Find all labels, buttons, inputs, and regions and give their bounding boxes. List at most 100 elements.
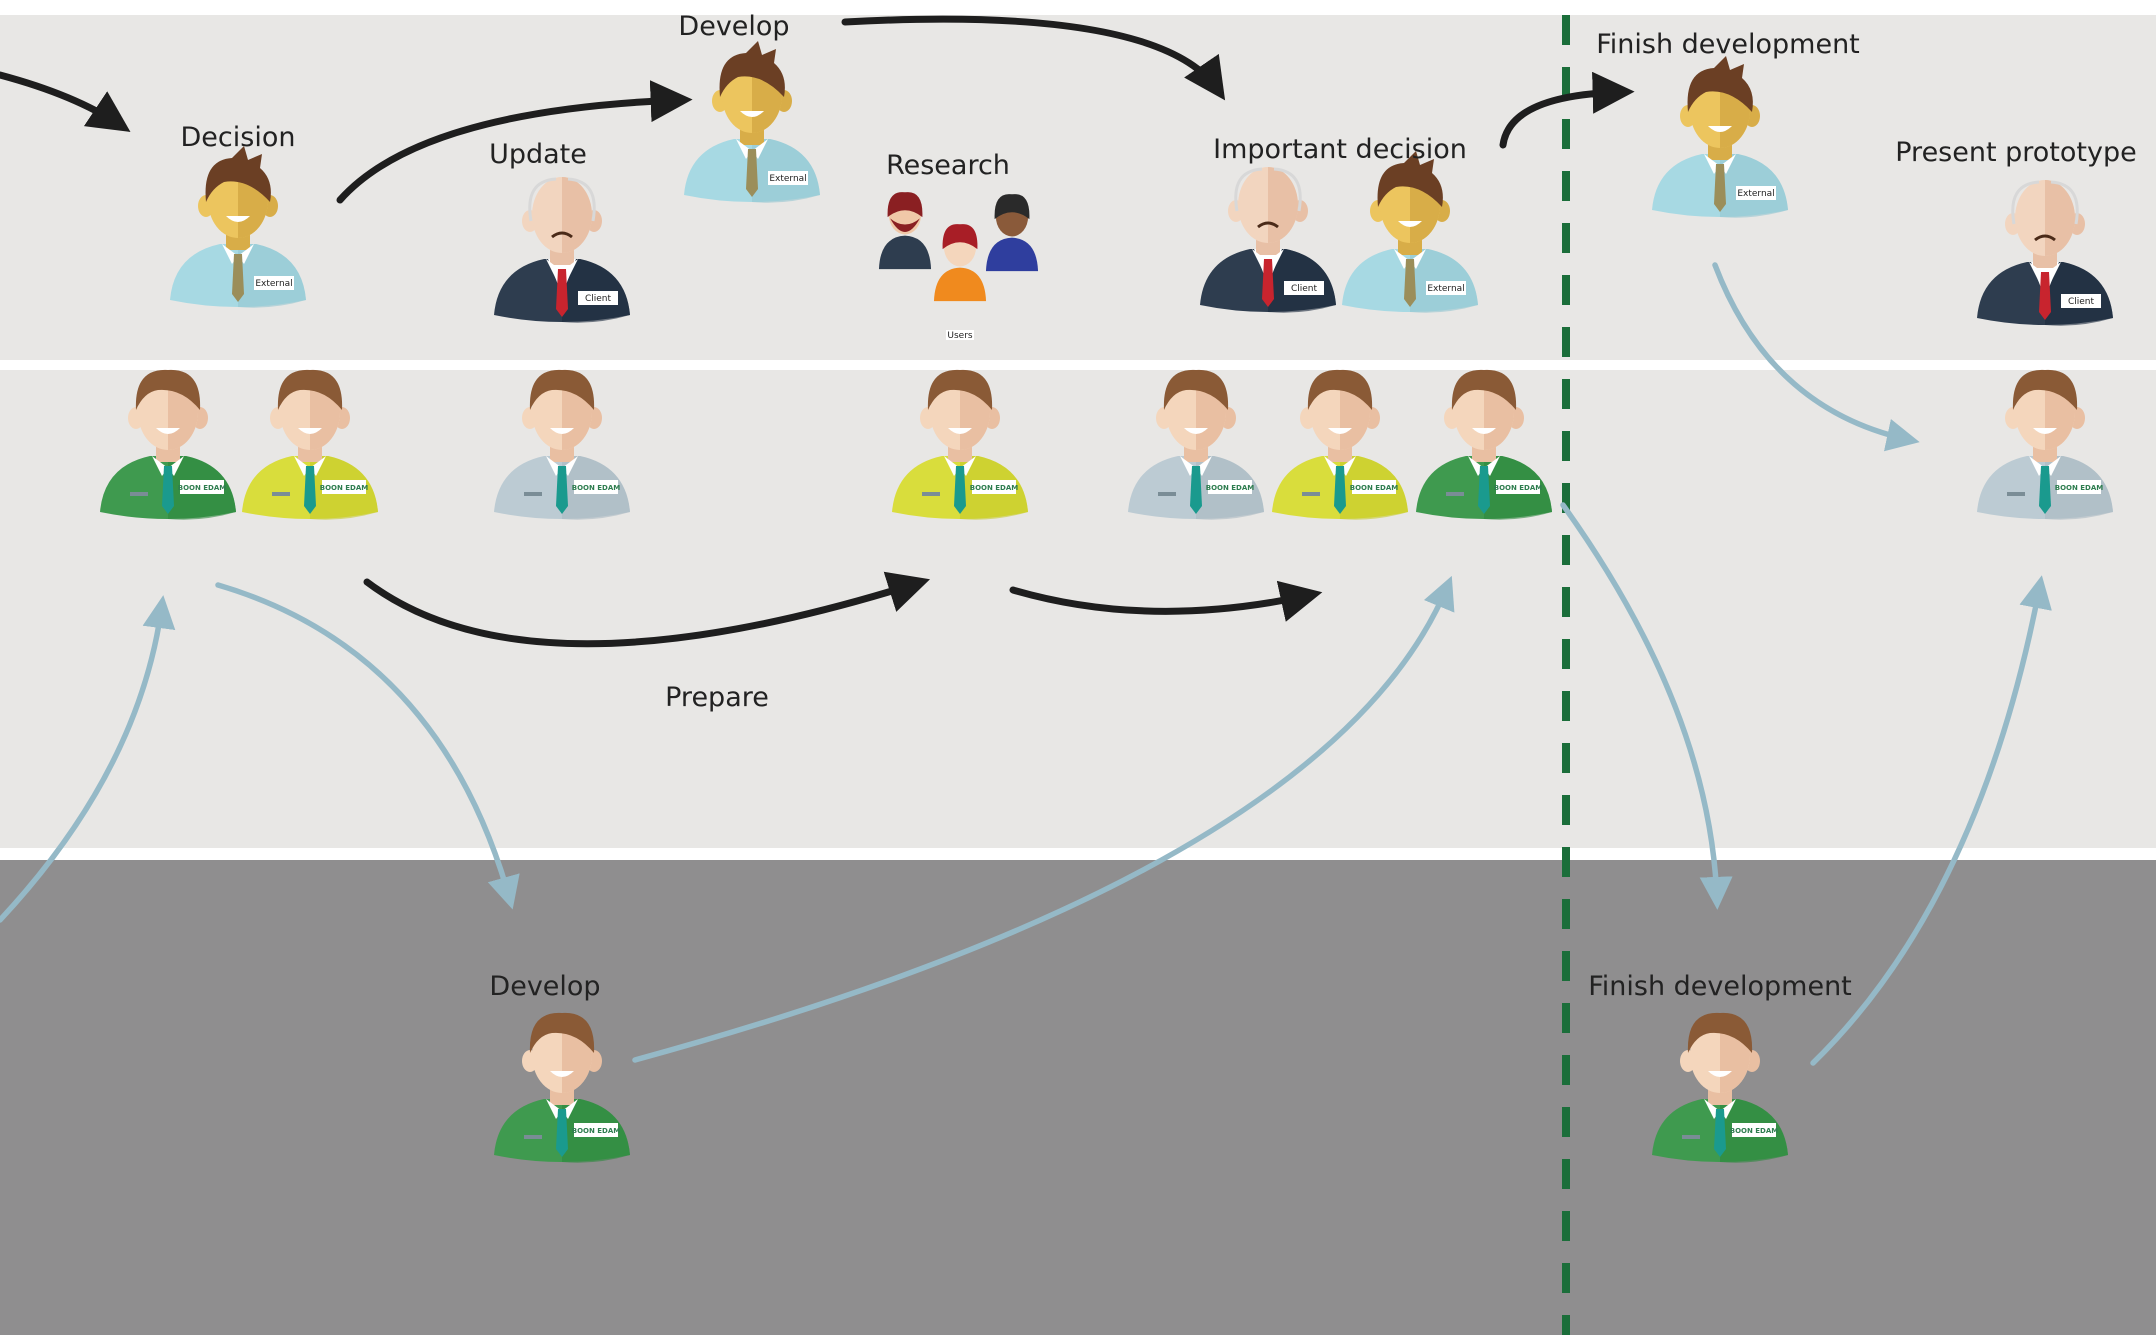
tie [232,254,244,302]
pocket-mark [524,1135,542,1139]
arrow-prepare-to-research-team [363,571,931,648]
tie [556,1109,568,1157]
label-prepare: Prepare [665,682,769,713]
pocket-mark [272,492,290,496]
label-decision: Decision [181,122,296,153]
name-badge [1426,281,1466,295]
tie [1714,1109,1726,1157]
shirt-shade [1268,249,1336,313]
name-badge-text: Client [1291,284,1318,294]
name-badge [1284,281,1324,295]
label-important-decision: Important decision [1213,134,1467,165]
smile [156,428,180,434]
name-badge [578,291,618,305]
pocket-mark [130,492,148,496]
company-logo-text: BOON EDAM [2055,484,2104,492]
finish-development-external-person: External [1652,56,1788,218]
arrow-develop-to-important-decision [841,15,1226,101]
shirt-shade [1720,154,1788,218]
label-finish-development-top: Finish development [1596,29,1860,60]
name-badge-text: Client [585,294,612,304]
arrow-decision-to-develop [336,80,693,204]
arrow-finish-development-to-prototype-team [1810,575,2052,1066]
arrow-develop-to-team [632,575,1455,1063]
company-logo-text: BOON EDAM [1730,1127,1779,1135]
company-logo-badge [322,480,366,494]
hair [1377,151,1443,207]
tie [304,466,316,514]
hair [1163,369,1229,410]
decision-external-person: External [170,146,306,308]
pocket-mark [2007,492,2025,496]
user-hair [887,192,923,218]
name-badge-text: External [769,174,806,184]
user-body [933,267,987,302]
shirt-shade [562,259,630,323]
shirt-shade [2045,262,2113,326]
name-badge-text: External [1737,189,1774,199]
smile [948,428,972,434]
smile [740,111,764,117]
name-badge [1736,186,1776,200]
hair [528,177,557,222]
user-hair [942,224,978,250]
label-develop-bottom: Develop [489,971,600,1002]
smile [1708,1071,1732,1077]
develop-external-person: External [684,41,820,203]
user-hair [994,194,1030,220]
pocket-mark [1446,492,1464,496]
name-badge [2061,294,2101,308]
smile [1472,428,1496,434]
hair [2011,180,2040,225]
arrow-left-entry-to-team [0,595,176,923]
moustache [1257,221,1279,229]
team-member-grey-2: BOON EDAM [1128,369,1264,520]
name-badge [254,276,294,290]
team-member-yellow-research: BOON EDAM [892,369,1028,520]
smile [298,428,322,434]
hair [135,369,201,410]
team-member-yellow-2: BOON EDAM [1272,369,1408,520]
name-badge-text: External [255,279,292,289]
company-logo-text: BOON EDAM [320,484,369,492]
name-badge-text: External [1427,284,1464,294]
hair [719,41,785,97]
label-update: Update [489,139,587,170]
hair [205,146,271,202]
tie [2039,272,2051,320]
lane-top [0,15,2156,360]
users-badge [946,330,974,340]
arrow-into-decision [0,71,131,132]
company-logo-text: BOON EDAM [1206,484,1255,492]
company-logo-text: BOON EDAM [1494,484,1543,492]
arrow-external-to-prototype-team [1712,262,1920,452]
company-logo-badge [1352,480,1396,494]
arrow-team-to-develop [215,582,520,910]
smile [550,1071,574,1077]
develop-team-member: BOON EDAM [494,1012,630,1163]
lane-divider-top [0,360,2156,370]
company-logo-badge [180,480,224,494]
lane-divider-bottom [0,848,2156,860]
arrow-important-decision-to-finish [1499,71,1635,149]
finish-development-team-member: BOON EDAM [1652,1012,1788,1163]
company-logo-badge [574,480,618,494]
smile [1328,428,1352,434]
hair [277,369,343,410]
smile [1708,126,1732,132]
users-badge-text: Users [947,331,973,341]
tie [162,466,174,514]
company-logo-badge [1496,480,1540,494]
team-member-yellow: BOON EDAM [242,369,378,520]
tie [1478,466,1490,514]
tie [1404,259,1416,307]
pocket-mark [1302,492,1320,496]
name-badge [768,171,808,185]
smile [2033,428,2057,434]
user-body [985,237,1039,272]
team-member-grey: BOON EDAM [494,369,630,520]
hair [1234,167,1263,212]
hair [529,369,595,410]
hair [529,1012,595,1053]
